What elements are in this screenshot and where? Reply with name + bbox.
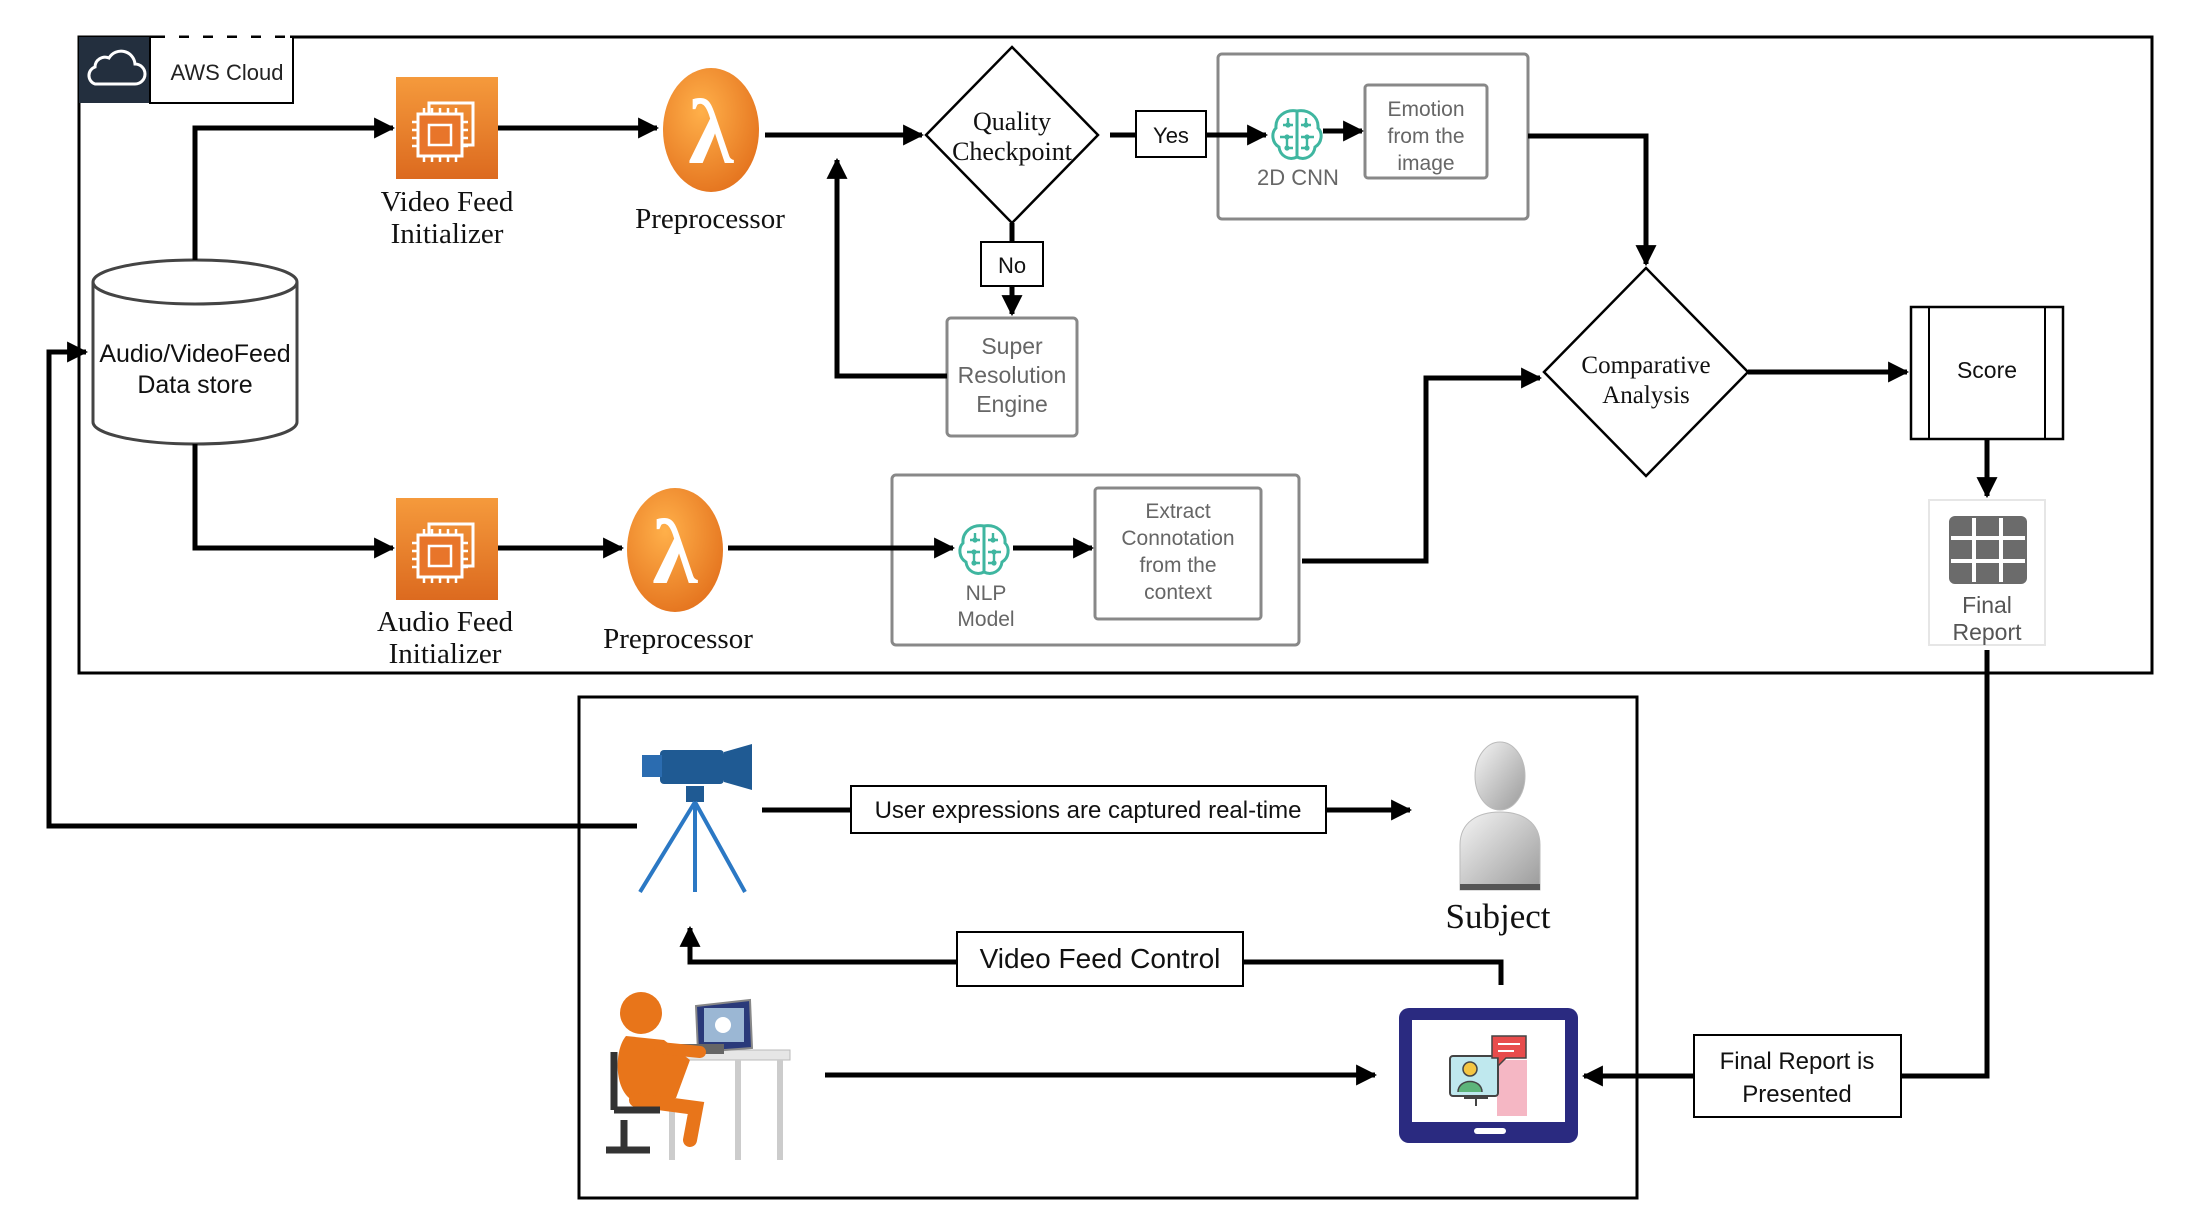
arrow-super-resolution-to-preprocessor <box>826 157 947 379</box>
arrow-control-to-camera <box>679 925 957 965</box>
arrow-nlp-to-comparative <box>1302 367 1543 564</box>
super-resolution-line2: Resolution <box>958 362 1067 388</box>
score-label: Score <box>1957 357 2017 383</box>
cloud-icon <box>87 49 147 86</box>
lambda-icon: λ <box>663 68 759 192</box>
datastore-label-line1: Audio/VideoFeed <box>99 340 290 368</box>
extract-line2: Connotation <box>1121 527 1234 550</box>
datastore-cylinder-top <box>91 258 299 306</box>
capture-label: User expressions are captured real-time <box>875 797 1302 824</box>
no-label-box <box>980 241 1044 287</box>
extract-line3: from the <box>1139 554 1216 577</box>
comparative-line2: Analysis <box>1602 382 1690 409</box>
aws-connectors <box>192 117 1998 564</box>
lambda-icon: λ <box>627 488 723 612</box>
comparative-line1: Comparative <box>1581 352 1710 379</box>
subject-label: Subject <box>1446 897 1551 936</box>
arrow-store-to-audio-init <box>192 444 396 559</box>
ec2-chip-icon <box>394 496 500 602</box>
quality-checkpoint-line2: Checkpoint <box>952 137 1073 166</box>
preprocessor-bottom-label: Preprocessor <box>603 623 753 655</box>
lambda-symbol: λ <box>688 81 734 183</box>
ec2-chip-icon <box>394 75 500 181</box>
no-label: No <box>998 253 1026 278</box>
emotion-line2: from the <box>1387 125 1464 148</box>
line-monitor-to-control-label <box>1243 959 1504 985</box>
aws-label-box <box>149 36 294 104</box>
datastore-cylinder-body <box>91 282 299 446</box>
video-feed-control-box <box>956 931 1244 987</box>
super-resolution-line3: Engine <box>976 391 1048 417</box>
arrow-store-to-video-init <box>192 117 396 260</box>
subject-person-icon <box>1459 741 1541 891</box>
preprocessor-top-label: Preprocessor <box>635 203 785 235</box>
final-presented-line2: Presented <box>1742 1081 1851 1108</box>
capture-label-box <box>850 785 1327 834</box>
aws-cloud-label: AWS Cloud <box>171 60 284 85</box>
final-report-line1: Final <box>1962 592 2012 618</box>
extract-line1: Extract <box>1145 500 1211 523</box>
operator-at-desk-icon <box>606 992 791 1160</box>
video-feed-initializer-line2: Initializer <box>391 218 504 250</box>
emotion-line3: image <box>1397 152 1454 175</box>
nlp-line1: NLP <box>966 582 1007 605</box>
score-box <box>1909 305 2065 441</box>
emotion-box <box>1363 83 1489 180</box>
quality-checkpoint-line1: Quality <box>973 107 1051 136</box>
emotion-line1: Emotion <box>1387 98 1464 121</box>
nlp-line2: Model <box>957 608 1014 631</box>
aws-cloud-group: AWS Cloud <box>77 35 2154 675</box>
super-resolution-line1: Super <box>981 333 1043 359</box>
final-report-line2: Report <box>1952 619 2022 645</box>
final-presented-line1: Final Report is <box>1720 1048 1875 1075</box>
user-environment-boundary <box>577 695 1639 1200</box>
audio-feed-initializer-line1: Audio Feed <box>377 606 514 638</box>
extract-box <box>1093 486 1263 621</box>
yes-label: Yes <box>1153 123 1189 148</box>
comparative-analysis-diamond <box>1542 266 1750 478</box>
video-feed-control-label: Video Feed Control <box>980 943 1221 974</box>
grid-table-icon <box>1949 516 2027 584</box>
datastore-label-line2: Data store <box>137 371 252 399</box>
cnn-label: 2D CNN <box>1257 165 1339 190</box>
audio-feed-initializer-line2: Initializer <box>389 638 502 670</box>
lower-connectors <box>46 341 1990 1087</box>
arrow-camera-to-datastore <box>46 341 637 829</box>
lambda-symbol: λ <box>652 501 698 603</box>
data-store: Audio/VideoFeed Data store <box>91 258 299 446</box>
presentation-monitor-icon <box>1399 1008 1578 1143</box>
extract-line4: context <box>1144 581 1212 604</box>
line-final-report-down <box>1901 650 1990 1079</box>
arrow-cnn-to-comparative <box>1528 133 1657 267</box>
video-feed-initializer-line1: Video Feed <box>381 186 514 218</box>
video-camera-icon <box>638 744 752 894</box>
